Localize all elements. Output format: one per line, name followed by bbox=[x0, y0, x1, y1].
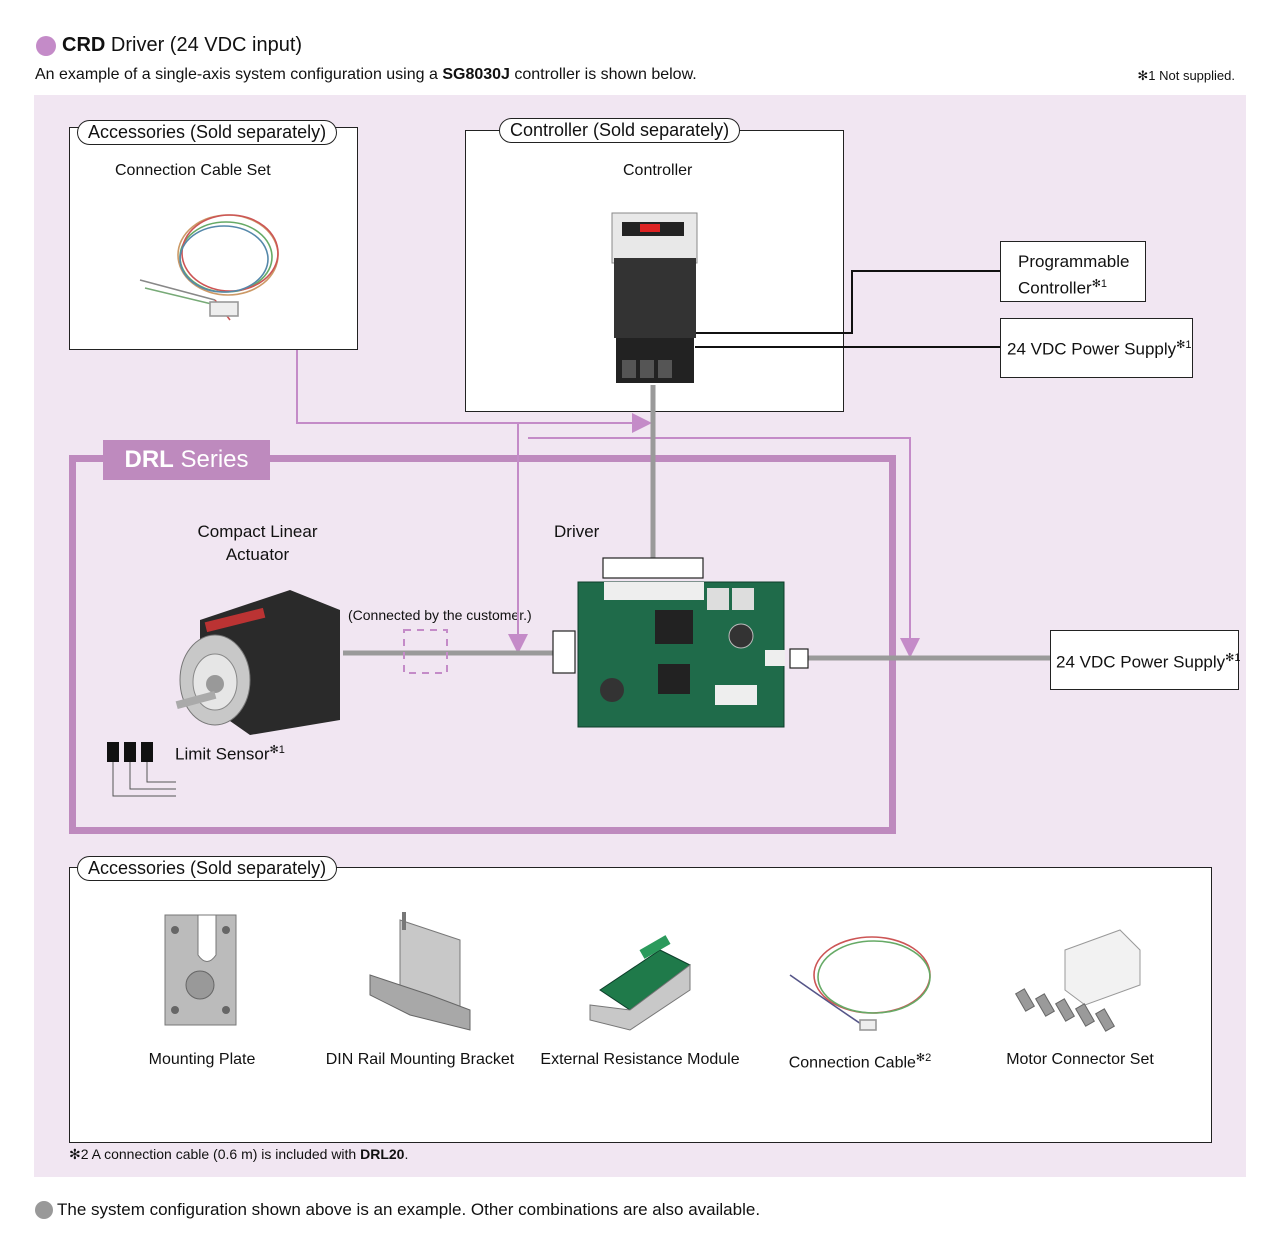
power-supply-right-text: 24 VDC Power Supply bbox=[1056, 652, 1226, 672]
connected-by-customer-note: (Connected by the customer.) bbox=[348, 607, 532, 623]
limit-sensor-label: Limit Sensor✻1 bbox=[175, 743, 285, 765]
mounting-plate-label: Mounting Plate bbox=[148, 1051, 256, 1068]
controller-illustration bbox=[611, 212, 698, 383]
note2-post: . bbox=[404, 1146, 409, 1162]
external-resistance-module-illustration bbox=[589, 935, 691, 1031]
connection-cable-text: Connection Cable bbox=[788, 1054, 916, 1072]
limit-sensor-illustration bbox=[107, 742, 176, 797]
controller-label: Controller bbox=[623, 162, 693, 179]
connection-cable-mark: ✻2 bbox=[915, 1052, 932, 1064]
accessories-top-pill: Accessories (Sold separately) bbox=[77, 120, 338, 145]
power-supply-right-mark: ✻1 bbox=[1225, 652, 1241, 664]
title-rest: Driver (24 VDC input) bbox=[105, 34, 303, 56]
mounting-plate-illustration bbox=[164, 914, 237, 1026]
wire-to-plc bbox=[695, 270, 1000, 334]
din-rail-bracket-illustration bbox=[369, 912, 471, 1031]
controller-pill: Controller (Sold separately) bbox=[499, 118, 741, 143]
power-supply-top-text: 24 VDC Power Supply bbox=[1007, 339, 1177, 359]
subtitle-pre: An example of a single-axis system confi… bbox=[35, 66, 443, 83]
programmable-controller-box bbox=[1000, 241, 1146, 302]
customer-connection-dashed bbox=[403, 629, 448, 674]
power-supply-right-label: 24 VDC Power Supply✻1 bbox=[1056, 651, 1240, 673]
connection-cable-set-illustration bbox=[139, 214, 279, 321]
connection-cable-label: Connection Cable✻2 bbox=[770, 1051, 950, 1072]
programmable-line2: Controller bbox=[1018, 278, 1092, 298]
drl-series-tab: DRL Series bbox=[103, 440, 270, 480]
footnote-2: ✻2 A connection cable (0.6 m) is include… bbox=[69, 1146, 408, 1163]
title-bold: CRD bbox=[62, 34, 106, 56]
controller-wires bbox=[695, 270, 1000, 348]
connection-cable-illustration bbox=[789, 936, 931, 1031]
footer-text: The system configuration shown above is … bbox=[57, 1200, 761, 1219]
motor-connector-set-illustration bbox=[1014, 929, 1141, 1032]
power-supply-top-box bbox=[1000, 318, 1193, 378]
actuator-line1: Compact Linear bbox=[197, 522, 318, 541]
programmable-controller-label: Programmable Controller✻1 bbox=[1018, 251, 1130, 300]
power-supply-top-label: 24 VDC Power Supply✻1 bbox=[1007, 338, 1191, 360]
limit-sensor-text: Limit Sensor bbox=[175, 744, 270, 764]
subtitle-post: controller is shown below. bbox=[509, 66, 697, 83]
actuator-label: Compact Linear Actuator bbox=[190, 520, 325, 566]
actuator-line2: Actuator bbox=[225, 545, 290, 564]
drl-tab-bold: DRL bbox=[124, 446, 174, 473]
driver-label: Driver bbox=[554, 522, 600, 541]
footer-bullet-icon bbox=[35, 1201, 53, 1219]
programmable-line1: Programmable bbox=[1018, 252, 1130, 271]
external-resistance-label: External Resistance Module bbox=[540, 1051, 740, 1068]
not-supplied-note: ✻1 Not supplied. bbox=[1137, 68, 1235, 83]
limit-sensor-mark: ✻1 bbox=[269, 744, 285, 756]
drl-tab-rest: Series bbox=[173, 446, 249, 473]
footer-note: The system configuration shown above is … bbox=[35, 1200, 760, 1220]
connection-cable-set-label: Connection Cable Set bbox=[115, 162, 271, 179]
actuator-illustration bbox=[175, 590, 340, 735]
motor-connector-label: Motor Connector Set bbox=[1006, 1051, 1154, 1068]
accessories-bottom-pill: Accessories (Sold separately) bbox=[77, 856, 338, 881]
power-supply-top-mark: ✻1 bbox=[1176, 339, 1192, 351]
bullet-circle-icon bbox=[36, 35, 56, 56]
driver-board-illustration bbox=[552, 557, 809, 728]
subtitle-bold: SG8030J bbox=[442, 66, 510, 83]
page-title: CRD Driver (24 VDC input) bbox=[36, 34, 302, 57]
programmable-mark: ✻1 bbox=[1091, 278, 1108, 290]
power-supply-right-box bbox=[1050, 630, 1239, 690]
route-to-controller bbox=[296, 350, 652, 433]
note2-pre: ✻2 A connection cable (0.6 m) is include… bbox=[69, 1146, 361, 1162]
note2-bold: DRL20 bbox=[360, 1146, 405, 1162]
din-rail-bracket-label: DIN Rail Mounting Bracket bbox=[325, 1051, 515, 1068]
page-subtitle: An example of a single-axis system confi… bbox=[35, 66, 697, 84]
